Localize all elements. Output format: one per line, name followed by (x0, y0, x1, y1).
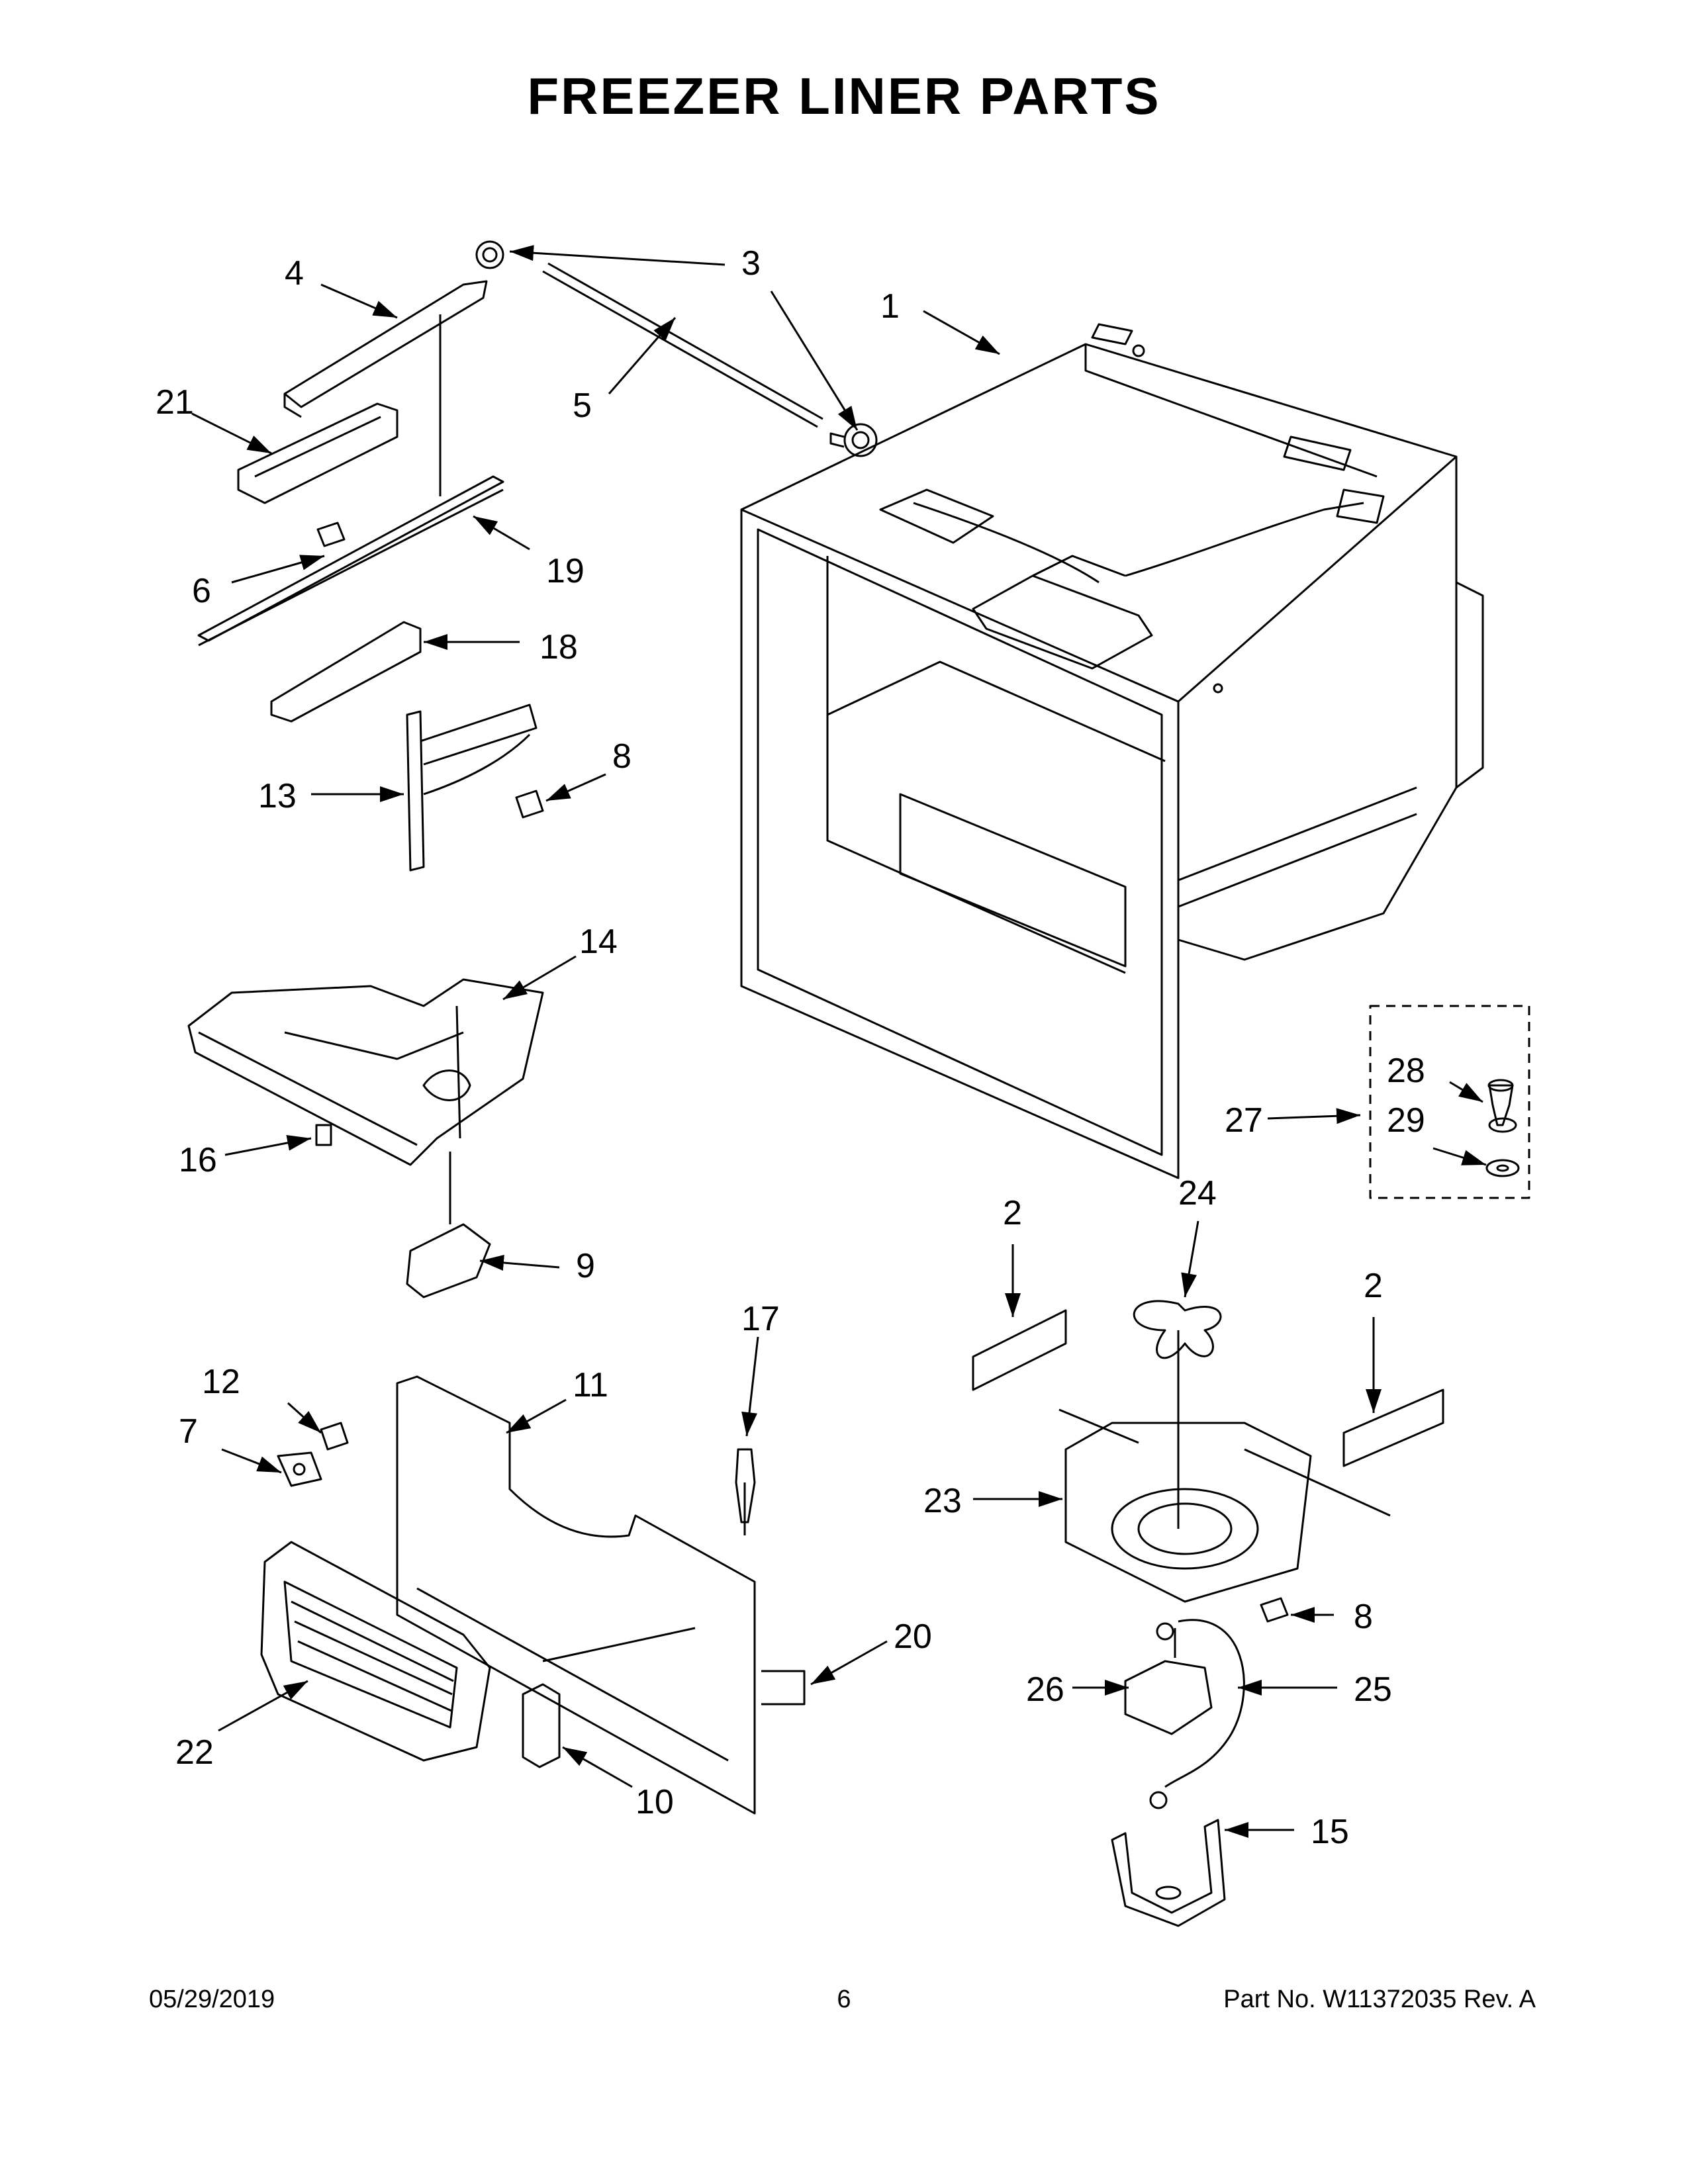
damper-part (406, 1152, 491, 1298)
callout-2: 2 (1364, 1267, 1383, 1305)
fan-blade-part (1133, 1300, 1222, 1529)
callout-8: 8 (1354, 1598, 1373, 1636)
tape-strip-part (761, 1670, 806, 1706)
callout-11: 11 (573, 1366, 608, 1404)
callout-10: 10 (635, 1783, 674, 1821)
callout-19: 19 (546, 552, 585, 590)
callout-labels: 1 2 2 3 4 5 6 7 8 8 9 10 11 12 13 14 15 … (156, 244, 1425, 1851)
slide-rail-part (283, 280, 488, 418)
callout-15: 15 (1311, 1813, 1349, 1851)
callout-6: 6 (192, 572, 211, 610)
callout-23: 23 (923, 1482, 962, 1520)
leader-arrows (191, 245, 1487, 1838)
callout-29: 29 (1387, 1101, 1425, 1140)
callout-24: 24 (1178, 1174, 1217, 1212)
drain-cap-part (1485, 1159, 1520, 1177)
callout-1: 1 (880, 287, 900, 326)
footer-page-number: 6 (837, 1985, 851, 2013)
callout-14: 14 (579, 923, 618, 961)
callout-13: 13 (258, 777, 297, 815)
air-duct-cover-part (187, 978, 544, 1166)
callout-18: 18 (539, 628, 578, 666)
callout-27: 27 (1225, 1101, 1263, 1140)
motor-bracket-part (1111, 1819, 1226, 1927)
callout-7: 7 (179, 1412, 198, 1451)
callout-12: 12 (202, 1363, 240, 1401)
footer-date: 05/29/2019 (149, 1985, 275, 2013)
fan-motor-part (1124, 1619, 1245, 1809)
shaft-part (542, 262, 823, 428)
callout-16: 16 (179, 1141, 217, 1179)
rear-panel-part (396, 1375, 756, 1815)
clip-part (522, 1683, 561, 1768)
callout-20: 20 (894, 1617, 932, 1656)
callout-22: 22 (175, 1733, 214, 1772)
page-title: FREEZER LINER PARTS (527, 67, 1161, 125)
callout-28: 28 (1387, 1052, 1425, 1090)
freezer-liner-part (740, 323, 1484, 1179)
sensor-part (735, 1448, 756, 1535)
grille-part (260, 1541, 491, 1762)
callout-17: 17 (741, 1300, 780, 1338)
insulation-pad-part (972, 1309, 1444, 1467)
long-rail-part (197, 314, 504, 647)
drain-fitting-part (1487, 1079, 1514, 1126)
switch-part (315, 1124, 332, 1146)
guide-part (270, 621, 422, 723)
callout-26: 26 (1026, 1670, 1064, 1709)
shroud-part (406, 704, 538, 872)
callout-8: 8 (612, 737, 632, 776)
fan-housing-part (1058, 1408, 1391, 1603)
sprocket-part (475, 240, 878, 457)
callout-5: 5 (573, 387, 592, 425)
callout-4: 4 (285, 254, 304, 293)
callout-21: 21 (156, 383, 194, 422)
footer-part-number: Part No. W11372035 Rev. A (1223, 1985, 1536, 2013)
mount-part (277, 1451, 322, 1487)
callout-2: 2 (1003, 1194, 1022, 1232)
callout-3: 3 (741, 244, 761, 283)
callout-9: 9 (576, 1247, 595, 1285)
o-ring-part (1488, 1117, 1517, 1133)
screw-part (316, 522, 1289, 1623)
bracket-part (237, 402, 399, 504)
callout-25: 25 (1354, 1670, 1392, 1709)
drain-kit-box (1369, 1005, 1530, 1199)
